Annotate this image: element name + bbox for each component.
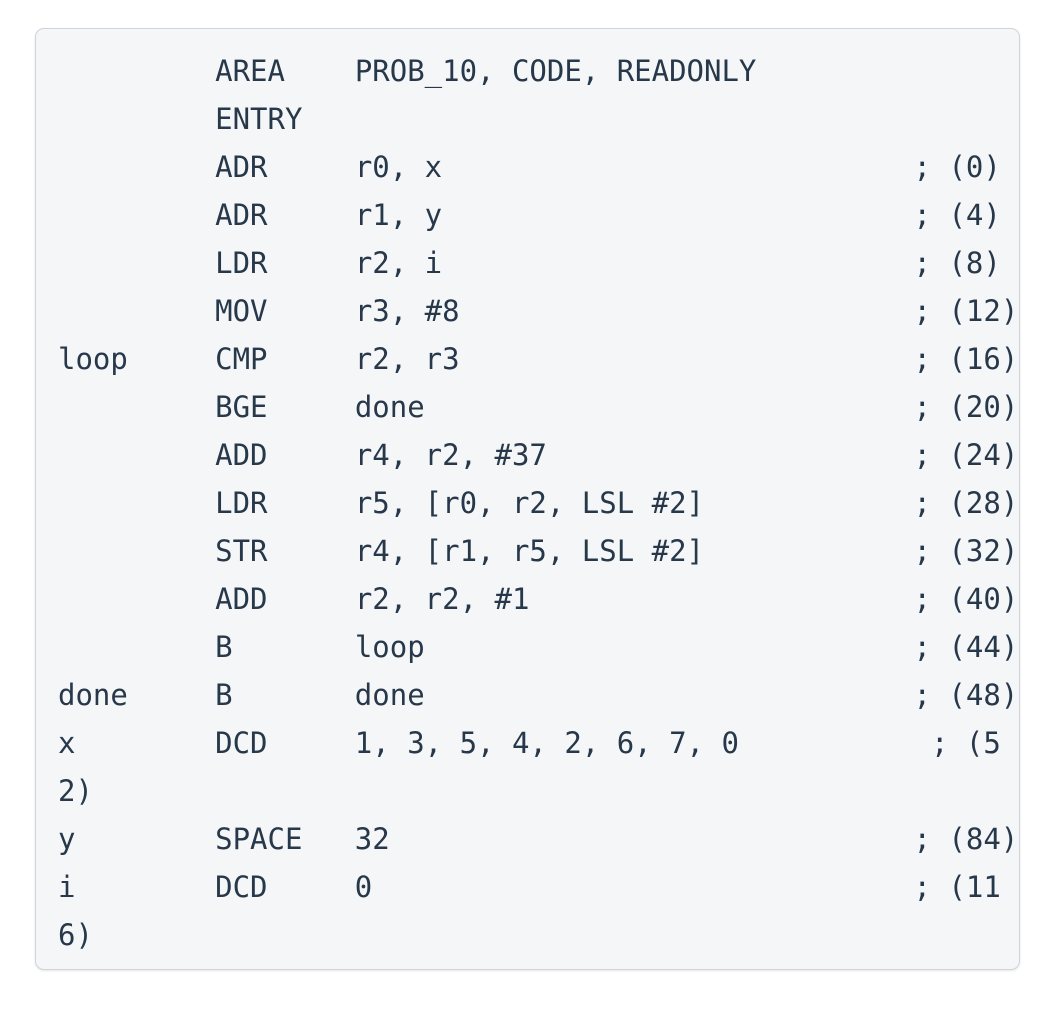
code-line: B loop ; (44) (58, 630, 1019, 664)
code-line: x DCD 1, 3, 5, 4, 2, 6, 7, 0 ; (52) (58, 726, 1001, 808)
code-line: y SPACE 32 ; (84) (58, 822, 1019, 856)
arm-assembly-code-block: AREA PROB_10, CODE, READONLY ENTRY ADR r… (35, 28, 1020, 970)
code-line: AREA PROB_10, CODE, READONLY (58, 54, 757, 88)
code-line: ENTRY (58, 102, 303, 136)
code-line: done B done ; (48) (58, 678, 1019, 712)
code-line: LDR r5, [r0, r2, LSL #2] ; (28) (58, 486, 1019, 520)
code-line (58, 959, 1019, 969)
code-line: LDR r2, i ; (8) (58, 246, 1001, 280)
code-line: ADD r2, r2, #1 ; (40) (58, 582, 1019, 616)
code-line: loop CMP r2, r3 ; (16) (58, 342, 1019, 376)
code-line: ADR r1, y ; (4) (58, 198, 1001, 232)
code-line: i DCD 0 ; (116) (58, 870, 1001, 952)
code-line: MOV r3, #8 ; (12) (58, 294, 1019, 328)
code-line: ADD r4, r2, #37 ; (24) (58, 438, 1019, 472)
code-line: BGE done ; (20) (58, 390, 1019, 424)
code-listing[interactable]: AREA PROB_10, CODE, READONLY ENTRY ADR r… (36, 29, 1019, 969)
code-line: STR r4, [r1, r5, LSL #2] ; (32) (58, 534, 1019, 568)
code-line: ADR r0, x ; (0) (58, 150, 1001, 184)
